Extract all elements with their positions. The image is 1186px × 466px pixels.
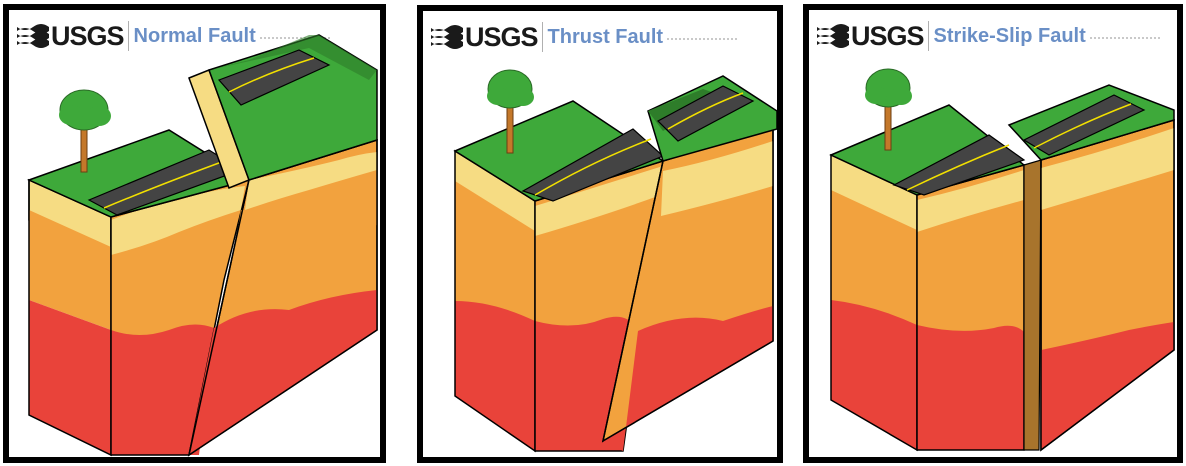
fault-zone — [1024, 160, 1041, 450]
strike-slip-fault-panel: USGS Strike-Slip Fault — [803, 4, 1183, 463]
thrust-fault-block-diagram — [423, 11, 777, 457]
thrust-fault-panel: USGS Thrust Fault — [417, 5, 783, 463]
left-block-front-face — [29, 180, 111, 455]
normal-fault-panel: USGS Normal Fault — [3, 4, 386, 463]
left-block-front-face — [831, 155, 917, 450]
normal-fault-block-diagram — [9, 10, 380, 457]
strike-slip-fault-block-diagram — [809, 10, 1177, 457]
left-block-side-face — [917, 165, 1024, 450]
left-block-front-face — [455, 151, 535, 451]
